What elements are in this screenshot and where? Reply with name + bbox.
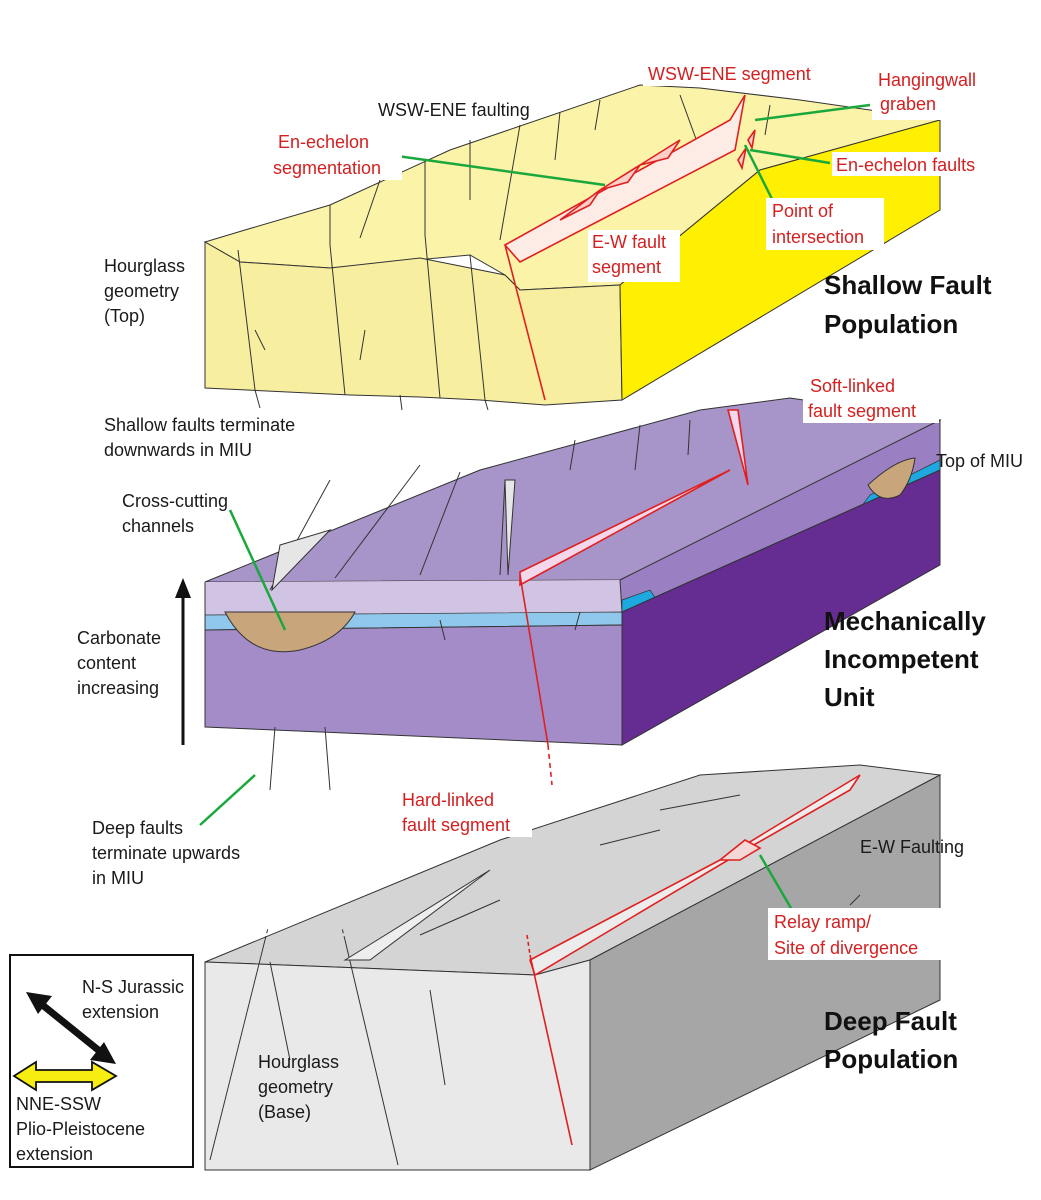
label-hourglass-base-2: geometry: [258, 1077, 333, 1097]
label-point-2: intersection: [772, 227, 864, 247]
legend-ns-2: extension: [82, 1002, 159, 1022]
miu-block: [204, 397, 942, 791]
leader-lines: [199, 103, 871, 916]
deep-labels: Hard-linked fault segment Deep faults te…: [92, 790, 964, 1122]
label-cross-cutting-1: Cross-cutting: [122, 491, 228, 511]
ns-extension-arrow-icon: [26, 992, 116, 1064]
heading-miu-3: Unit: [824, 682, 875, 712]
heading-shallow-1: Shallow Fault: [824, 270, 992, 300]
label-terminate-2: downwards in MIU: [104, 440, 252, 460]
heading-shallow-2: Population: [824, 309, 958, 339]
legend-nne-2: Plio-Pleistocene: [16, 1119, 145, 1139]
label-cross-cutting-2: channels: [122, 516, 194, 536]
nne-extension-arrow-icon: [12, 1060, 118, 1092]
label-ew-segment-2: segment: [592, 257, 661, 277]
legend-nne-3: extension: [16, 1144, 93, 1164]
heading-deep-1: Deep Fault: [824, 1006, 957, 1036]
label-soft-linked-1: Soft-linked: [810, 376, 895, 396]
label-relay-2: Site of divergence: [774, 938, 918, 958]
carbonate-arrow: [175, 578, 191, 745]
miu-channel-side: [867, 457, 916, 499]
heading-deep-2: Population: [824, 1044, 958, 1074]
label-hangingwall-2: graben: [880, 94, 936, 114]
label-point-1: Point of: [772, 201, 834, 221]
label-en-echelon-seg-1: En-echelon: [278, 132, 369, 152]
label-soft-linked-2: fault segment: [808, 401, 916, 421]
label-deep-terminate-1: Deep faults: [92, 818, 183, 838]
label-hard-linked-2: fault segment: [402, 815, 510, 835]
label-carbonate-1: Carbonate: [77, 628, 161, 648]
legend-nne-1: NNE-SSW: [16, 1094, 101, 1114]
label-wsw-ene-faulting: WSW-ENE faulting: [378, 100, 530, 120]
label-wsw-ene-segment: WSW-ENE segment: [648, 64, 811, 84]
extension-legend: N-S Jurassic extension NNE-SSW Plio-Plei…: [9, 954, 194, 1168]
deep-faults: [209, 794, 861, 1166]
label-ew-segment-1: E-W fault: [592, 232, 666, 252]
label-ew-faulting: E-W Faulting: [860, 837, 964, 857]
label-en-echelon-seg-2: segmentation: [273, 158, 381, 178]
label-terminate-1: Shallow faults terminate: [104, 415, 295, 435]
shallow-front-faults: [237, 234, 489, 411]
miu-front-band: [205, 580, 622, 615]
label-hourglass-top-2: geometry: [104, 281, 179, 301]
label-en-echelon-faults: En-echelon faults: [836, 155, 975, 175]
miu-side-face: [621, 469, 941, 746]
heading-miu-2: Incompetent: [824, 644, 979, 674]
shallow-labels: WSW-ENE faulting En-echelon segmentation…: [104, 62, 1002, 460]
deep-red-faults: [526, 774, 861, 1146]
label-hourglass-base-3: (Base): [258, 1102, 311, 1122]
miu-red-faults: [519, 409, 749, 786]
label-deep-terminate-3: in MIU: [92, 868, 144, 888]
shallow-red-faults: [503, 94, 756, 401]
label-top-of-miu: Top of MIU: [936, 451, 1023, 471]
miu-labels: Soft-linked fault segment Top of MIU Cro…: [77, 376, 1023, 712]
label-hourglass-top-3: (Top): [104, 306, 145, 326]
label-hangingwall-1: Hangingwall: [878, 70, 976, 90]
label-deep-terminate-2: terminate upwards: [92, 843, 240, 863]
label-relay-1: Relay ramp/: [774, 912, 871, 932]
heading-miu-1: Mechanically: [824, 606, 986, 636]
legend-ns-1: N-S Jurassic: [82, 977, 184, 997]
shallow-fault-block: [203, 84, 941, 411]
deep-side-face: [589, 774, 941, 1171]
deep-fault-block: [204, 764, 942, 1171]
miu-channel-front: [224, 611, 356, 653]
label-carbonate-2: content: [77, 653, 136, 673]
label-hourglass-base-1: Hourglass: [258, 1052, 339, 1072]
label-hard-linked-1: Hard-linked: [402, 790, 494, 810]
label-carbonate-3: increasing: [77, 678, 159, 698]
label-hourglass-top-1: Hourglass: [104, 256, 185, 276]
